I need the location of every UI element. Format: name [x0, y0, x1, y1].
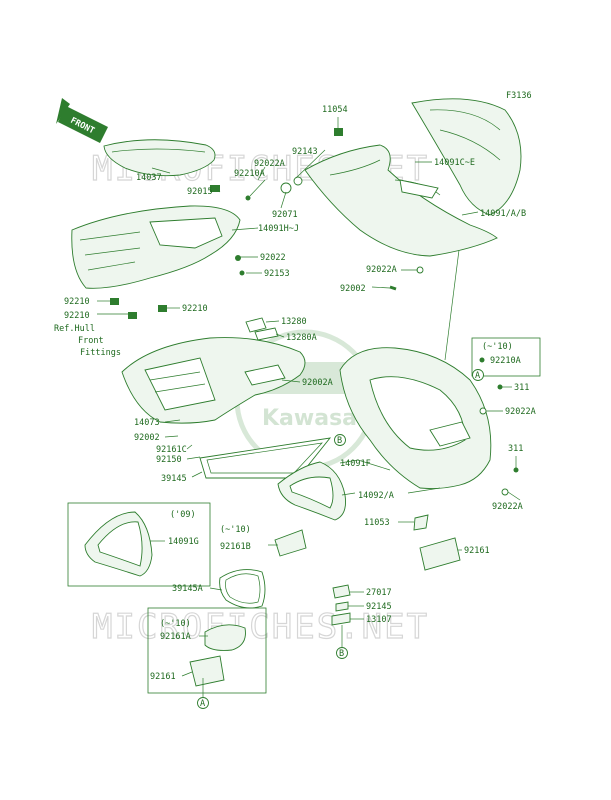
part-27017	[332, 584, 351, 599]
callout-14091HJ: 14091H~J	[258, 224, 299, 234]
callout-11053: 11053	[364, 518, 390, 528]
callout-92161C: 92161C	[156, 445, 187, 455]
callout-92150: 92150	[156, 455, 182, 465]
svg-text:A: A	[200, 699, 205, 709]
clip-92210-b	[128, 312, 137, 319]
callout-13280: 13280	[281, 317, 307, 327]
part-13280-plate	[245, 317, 267, 333]
callout-92210-c: 92210	[182, 304, 208, 314]
callout-27017: 27017	[366, 588, 392, 598]
part-13280A-plate	[254, 327, 279, 341]
callout-92002-2: 92002	[134, 433, 160, 443]
callout-92210-a: 92210	[64, 297, 90, 307]
callout-92022A-3: 92022A	[505, 407, 536, 417]
callout-92002: 92002	[340, 284, 366, 294]
part-92161B-pad	[274, 529, 307, 557]
bolt-92022	[235, 255, 241, 261]
callout-14073: 14073	[134, 418, 160, 428]
grommet-11054	[334, 128, 343, 136]
callout-92210-b: 92210	[64, 311, 90, 321]
ref-hull-label-1: Ref.Hull	[54, 324, 95, 334]
svg-text:A: A	[475, 371, 480, 381]
watermark-bottom: MICROFICHES.NET	[92, 607, 429, 647]
callout-92022: 92022	[260, 253, 286, 263]
part-39145A-seal	[219, 569, 266, 609]
callout-92022A-4: 92022A	[492, 502, 523, 512]
clip-92210-a	[110, 298, 119, 305]
part-14091AB-side-panel	[304, 144, 498, 257]
figure-code: F3136	[506, 91, 532, 101]
inset-box-92210A	[471, 337, 541, 377]
svg-text:B: B	[339, 649, 344, 659]
callout-92153: 92153	[264, 269, 290, 279]
callout-11054: 11054	[322, 105, 348, 115]
inset-box-14091G	[67, 502, 211, 587]
washer-92143	[293, 176, 303, 186]
note-10-c: (~'10)	[160, 619, 191, 629]
callout-92071: 92071	[272, 210, 298, 220]
part-14091CE-side-cowl	[411, 98, 522, 216]
callout-14091G: 14091G	[168, 537, 199, 547]
callout-13107: 13107	[366, 615, 392, 625]
callout-92022A: 92022A	[254, 159, 285, 169]
callout-92210A: 92210A	[234, 169, 265, 179]
callout-92210A-2: 92210A	[490, 356, 521, 366]
svg-text:B: B	[337, 436, 342, 446]
callout-92143: 92143	[292, 147, 318, 157]
callout-92145: 92145	[366, 602, 392, 612]
callout-92161B: 92161B	[220, 542, 251, 552]
callout-92022A-2: 92022A	[366, 265, 397, 275]
callout-13280A: 13280A	[286, 333, 317, 343]
note-10-a: (~'10)	[482, 342, 513, 352]
note-10-b: (~'10)	[220, 525, 251, 535]
callout-92002A: 92002A	[302, 378, 333, 388]
front-arrow-icon: FRONT	[56, 98, 108, 143]
ref-circle-a-1: A	[472, 369, 484, 381]
screw-311-b	[513, 467, 519, 473]
callout-311-a: 311	[514, 383, 529, 393]
part-13107	[331, 612, 351, 626]
part-92161-pad-b	[189, 655, 225, 687]
inset-box-92161A	[147, 607, 267, 694]
washer-92022A-b	[501, 488, 509, 496]
callout-14091CE: 14091C~E	[434, 158, 475, 168]
callout-14091F: 14091F	[340, 459, 371, 469]
model-year-notes: (~'10) ('09) (~'10) (~'10)	[160, 342, 513, 629]
callout-92161: 92161	[464, 546, 490, 556]
callout-labels: 11054 92143 92022A 92210A 14037 92015 92…	[54, 105, 536, 682]
callout-92161-2: 92161	[150, 672, 176, 682]
part-92161A-pad	[204, 624, 246, 651]
ref-circle-b-1: B	[334, 434, 346, 446]
ref-hull-label-2: Front	[78, 336, 104, 346]
ref-hull-label-3: Fittings	[80, 348, 121, 358]
clip-92210-c	[158, 305, 167, 312]
callout-92161A: 92161A	[160, 632, 191, 642]
callout-14037: 14037	[136, 173, 162, 183]
bolt-92153	[239, 270, 245, 276]
callout-14092A: 14092/A	[358, 491, 394, 501]
callout-39145: 39145	[161, 474, 187, 484]
note-09: ('09)	[170, 510, 196, 520]
callout-39145A: 39145A	[172, 584, 203, 594]
washer-92022A-a	[479, 407, 487, 415]
ref-circle-a-2: A	[197, 697, 209, 709]
bolt-92210A	[245, 195, 251, 201]
callout-92015: 92015	[187, 187, 213, 197]
callout-14091AB: 14091/A/B	[480, 209, 526, 219]
ref-circle-b-2: B	[336, 647, 348, 659]
clip-92015	[210, 185, 220, 192]
part-92161-pad	[419, 537, 461, 571]
callout-311-b: 311	[508, 444, 523, 454]
part-11053-grommet	[413, 514, 429, 531]
bolt-92002	[389, 285, 397, 291]
nut-92071	[280, 182, 292, 194]
part-14037-top-cover	[103, 139, 216, 177]
leader-lines	[97, 117, 521, 697]
part-92145	[335, 601, 349, 612]
